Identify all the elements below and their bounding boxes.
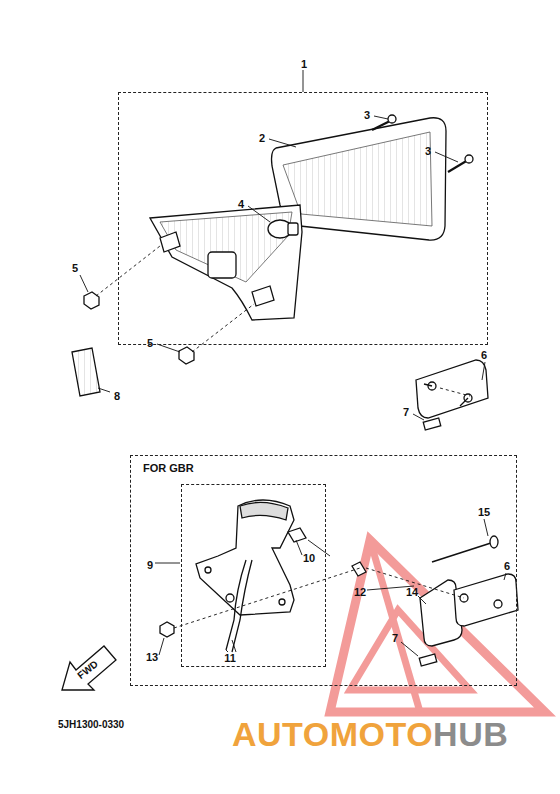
- callout-number: 8: [114, 391, 120, 402]
- lamp-housing: [150, 205, 302, 320]
- part-code: 5JH1300-0330: [58, 720, 124, 730]
- license-lamp-bracket: [196, 500, 294, 615]
- plate: [416, 360, 488, 418]
- callout-number: 6: [481, 350, 487, 361]
- watermark-logo: [330, 540, 545, 712]
- watermark: AUTOMOTO: [232, 717, 433, 751]
- callout-number: 10: [303, 553, 315, 564]
- callout-number: 3: [425, 146, 431, 157]
- callout-number: 12: [354, 587, 366, 598]
- assembly-group: 1: [118, 92, 488, 345]
- callout-number: 13: [146, 652, 158, 663]
- callout-number: 11: [224, 653, 236, 664]
- region-title: FOR GBR: [143, 462, 194, 474]
- watermark: HUB: [433, 717, 508, 751]
- callout-number: 15: [478, 507, 490, 518]
- callout-number: 5: [147, 338, 153, 349]
- callout-number: 4: [238, 199, 244, 210]
- assembly-group: 9: [181, 484, 326, 667]
- callout-number: 3: [364, 110, 370, 121]
- callout-number: 14: [406, 587, 418, 598]
- reflector: [72, 348, 100, 396]
- callout-number: 9: [147, 559, 153, 571]
- callout-number: 7: [392, 633, 398, 644]
- region-box: FOR GBR 9: [130, 455, 517, 686]
- callout-number: 1: [301, 58, 307, 70]
- callout-number: 2: [259, 133, 265, 144]
- leader-lines: [80, 70, 506, 656]
- nut: [84, 292, 99, 309]
- callout-number: 5: [72, 263, 78, 274]
- callout-number: 6: [504, 561, 510, 572]
- callout-number: 7: [403, 407, 409, 418]
- assembly-lines: [96, 246, 470, 628]
- forward-arrow: [62, 646, 116, 690]
